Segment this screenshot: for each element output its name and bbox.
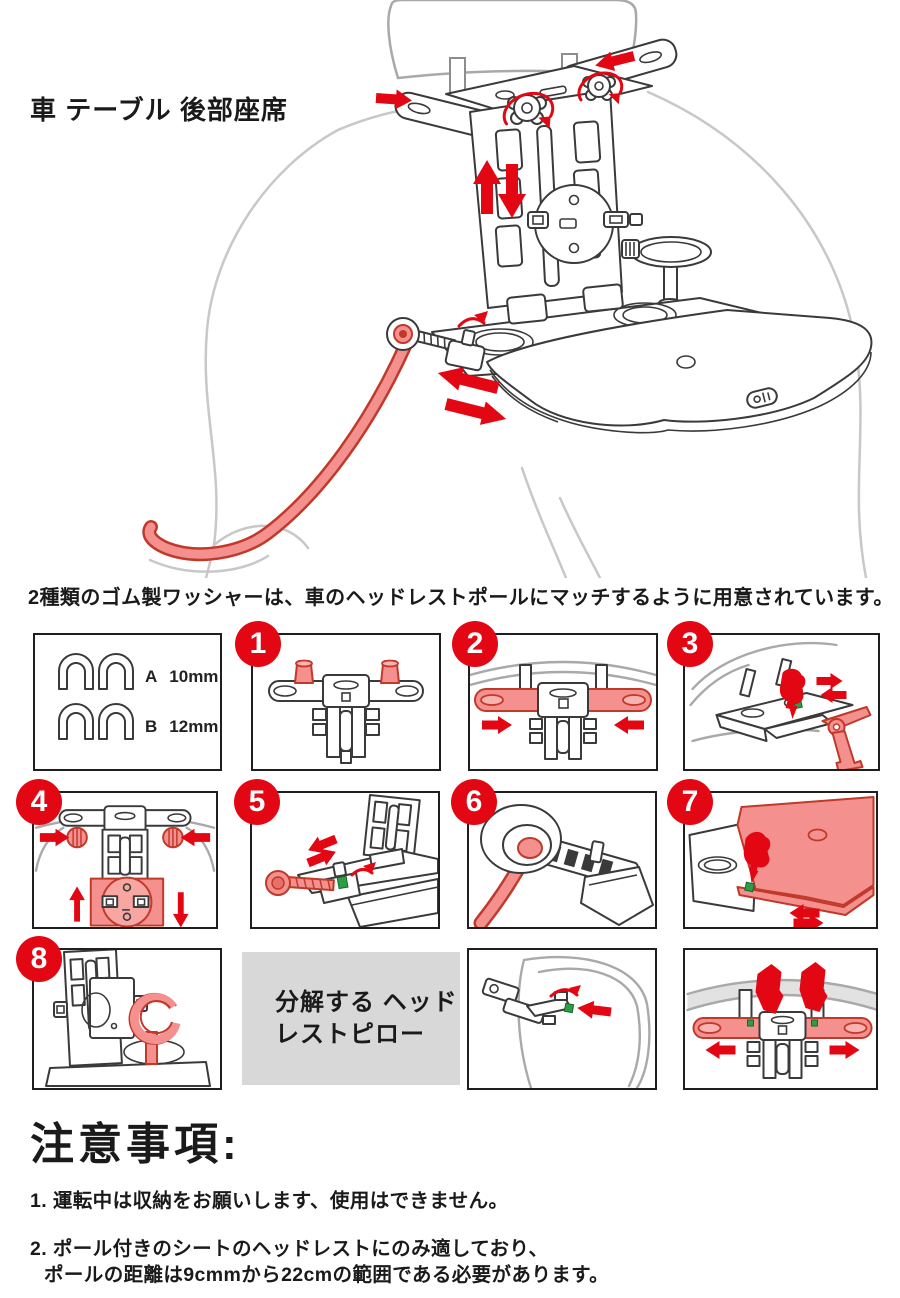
disassemble-line2: レストピロー bbox=[275, 1020, 425, 1048]
step-6-illustration bbox=[473, 804, 654, 927]
step-7-illustration bbox=[688, 796, 875, 927]
washer-intro-text: 2種類のゴム製ワッシャーは、車のヘッドレストポールにマッチするように用意されてい… bbox=[28, 587, 894, 609]
step-badge-7: 7 bbox=[667, 779, 713, 825]
page-title: 車 テーブル 後部座席 bbox=[30, 95, 288, 125]
step-5-illustration bbox=[265, 794, 438, 927]
notice-item-2-line2: ポールの距離は9cmmから22cmの範囲である必要があります。 bbox=[44, 1264, 609, 1286]
clamp-knob-left bbox=[507, 94, 547, 125]
step-badge-4: 4 bbox=[16, 779, 62, 825]
step-4-illustration bbox=[34, 805, 216, 927]
disassemble-line1: 分解する ヘッド bbox=[275, 988, 458, 1016]
step-4-panel bbox=[32, 791, 218, 929]
step-1-panel bbox=[251, 633, 441, 771]
notice-heading: 注意事項: bbox=[30, 1120, 241, 1169]
step-badge-8: 8 bbox=[16, 936, 62, 982]
slide-down-arrow bbox=[498, 164, 526, 218]
fixing-strap bbox=[144, 339, 411, 559]
ratchet-knob bbox=[386, 317, 420, 351]
notice-item-2: 2. ポール付きのシートのヘッドレストにのみ適しており、 ポールの距離は9cmm… bbox=[30, 1236, 609, 1288]
disassemble-label-panel: 分解する ヘッド レストピロー bbox=[242, 952, 460, 1085]
step-1-illustration bbox=[268, 659, 424, 764]
clamp-arrow-left bbox=[375, 89, 412, 110]
step-2-illustration bbox=[470, 660, 656, 760]
tray-slide-arrow-left bbox=[437, 367, 500, 394]
step-3-panel bbox=[683, 633, 880, 771]
step-2-panel bbox=[468, 633, 658, 771]
clamp-arrow-right bbox=[595, 51, 636, 72]
step-badge-5: 5 bbox=[234, 779, 280, 825]
removal-illustration bbox=[686, 962, 876, 1079]
cup-holder-ring bbox=[621, 236, 712, 308]
step-badge-1: 1 bbox=[235, 621, 281, 667]
step-badge-2: 2 bbox=[452, 621, 498, 667]
main-illustration bbox=[142, 0, 873, 578]
step-badge-6: 6 bbox=[451, 779, 497, 825]
notice-item-1: 1. 運転中は収納をお願いします、使用はできません。 bbox=[30, 1190, 509, 1212]
headrest-detail-panel bbox=[467, 948, 657, 1090]
step-5-panel bbox=[250, 791, 440, 929]
notice-item-2-line1: 2. ポール付きのシートのヘッドレストにのみ適しており、 bbox=[30, 1238, 549, 1260]
tray-latch bbox=[746, 387, 778, 409]
step-6-panel bbox=[467, 791, 657, 929]
rotate-arrow-left bbox=[502, 91, 555, 129]
step-badge-3: 3 bbox=[667, 621, 713, 667]
step-7-panel bbox=[683, 791, 878, 929]
tray-slide-arrow-right bbox=[444, 398, 507, 425]
washer-illustration bbox=[58, 653, 134, 740]
slide-up-arrow bbox=[473, 160, 501, 214]
removal-panel bbox=[683, 948, 878, 1090]
rotate-arrow-right bbox=[577, 71, 624, 105]
step-8-panel bbox=[32, 948, 222, 1090]
step-3-illustration bbox=[689, 641, 872, 769]
headrest-detail-illustration bbox=[481, 955, 651, 1088]
step-8-illustration bbox=[45, 950, 211, 1087]
